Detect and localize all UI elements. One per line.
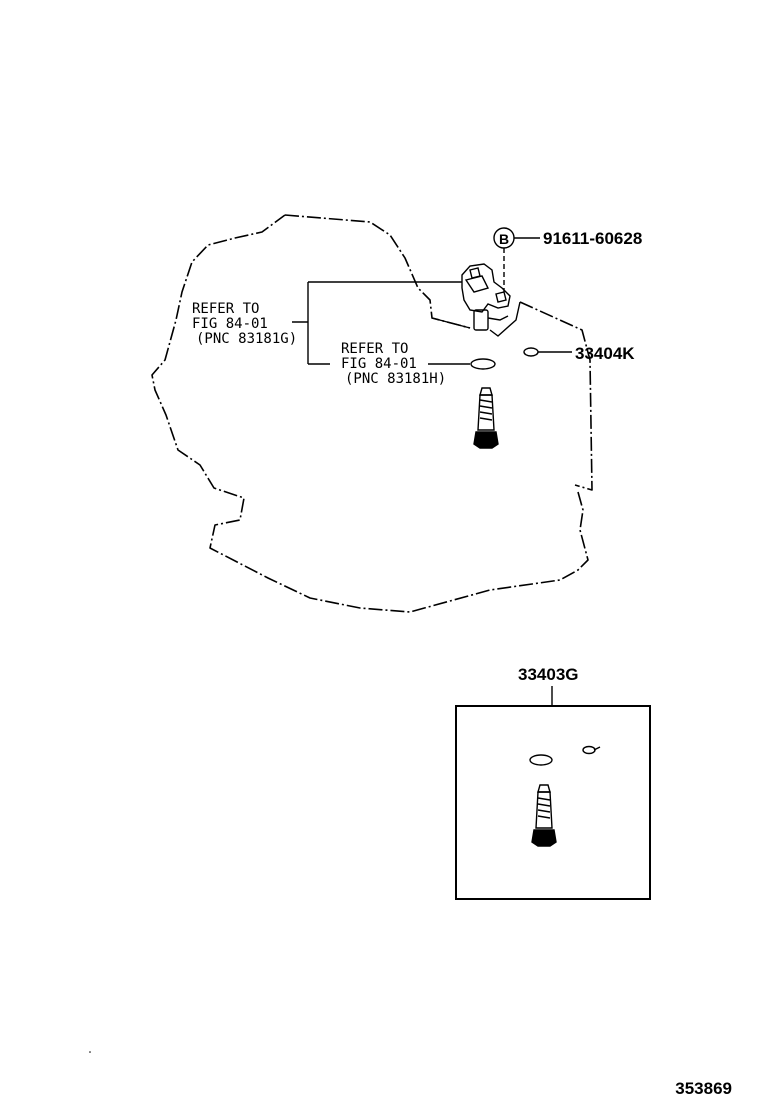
refer-lower: REFER TO FIG 84-01 (PNC 83181H) [341,341,446,387]
kit-o-ring [529,754,553,766]
bolt-part-number: 91611-60628 [543,229,642,248]
part-33404k-label: 33404K [575,344,635,363]
stray-dot [89,1051,91,1053]
speed-sensor [431,263,521,337]
kit-bolt [531,784,557,847]
refer-upper-line1: REFER TO [192,301,259,317]
transmission-housing-outline [151,214,593,613]
kit-clip [582,745,601,755]
refer-lower-line1: REFER TO [341,341,408,357]
bolt-callout-marker: B [499,231,509,247]
kit-box [455,705,651,900]
refer-lower-line2: FIG 84-01 [341,356,417,372]
refer-upper-line2: FIG 84-01 [192,316,268,332]
refer-upper: REFER TO FIG 84-01 (PNC 83181G) [192,301,297,347]
refer-upper-leader [292,281,462,365]
diagram-number: 353869 [675,1079,732,1098]
refer-upper-line3: (PNC 83181G) [196,331,297,347]
o-ring [470,358,496,370]
refer-lower-line3: (PNC 83181H) [345,371,446,387]
part-33403g-label: 33403G [518,665,579,684]
bolt [473,387,499,449]
bolt-callout: B 91611-60628 [493,227,642,249]
clip-33404k [523,347,572,357]
